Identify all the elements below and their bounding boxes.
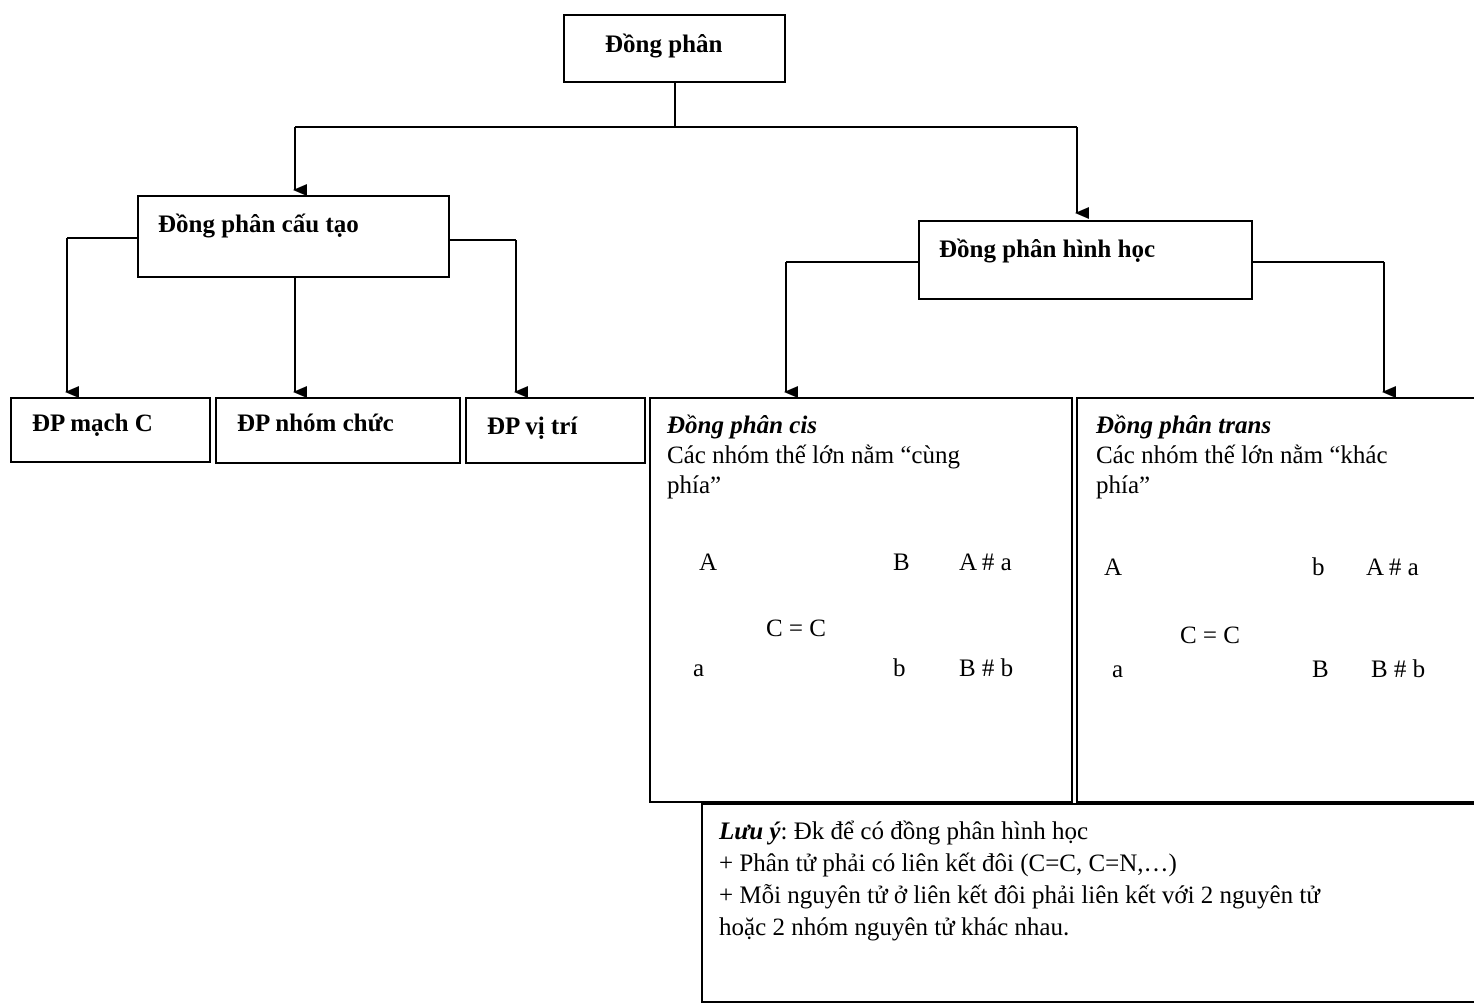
carbon-chain-label: ĐP mạch C [32,410,153,437]
functional-group-node: ĐP nhóm chức [215,397,461,464]
geometric-label: Đồng phân hình học [939,236,1156,263]
trans-cond1: A # a [1366,554,1419,581]
cis-desc-line1: Các nhóm thế lớn nằm “cùng [667,442,961,469]
cis-A: A [699,549,718,576]
note-line2: + Mỗi nguyên tử ở liên kết đôi phải liên… [719,882,1320,909]
note-panel [701,803,1474,1003]
cis-cond2: B # b [959,655,1014,682]
position-label: ĐP vị trí [487,413,578,440]
cis-center: C = C [766,615,826,642]
cis-panel [649,397,1073,803]
root-label: Đồng phân [605,31,723,58]
cis-title: Đồng phân cis [667,412,818,439]
geometric-node: Đồng phân hình học [918,220,1253,300]
note-intro-line: Lưu ý: Đk để có đồng phân hình học [719,817,1088,847]
trans-panel [1076,397,1474,803]
trans-cond2: B # b [1371,656,1426,683]
cis-desc-line2: phía” [667,472,722,499]
trans-A: A [1104,554,1123,581]
cis-b: b [893,655,906,682]
trans-desc-line2: phía” [1096,472,1151,499]
trans-center: C = C [1180,622,1240,649]
trans-desc-line1: Các nhóm thế lớn nằm “khác [1096,442,1388,469]
functional-group-label: ĐP nhóm chức [237,410,394,437]
cis-a: a [693,655,705,682]
structural-node: Đồng phân cấu tạo [137,195,450,278]
structural-label: Đồng phân cấu tạo [158,211,359,238]
note-intro: : Đk để có đồng phân hình học [780,818,1089,845]
trans-B: B [1312,656,1329,683]
trans-title: Đồng phân trans [1096,412,1272,439]
cis-B: B [893,549,910,576]
carbon-chain-node: ĐP mạch C [10,397,211,463]
cis-cond1: A # a [959,549,1012,576]
note-line1: + Phân tử phải có liên kết đôi (C=C, C=N… [719,850,1177,877]
root-node: Đồng phân [563,14,786,83]
trans-b: b [1312,554,1325,581]
note-title: Lưu ý [719,818,781,845]
trans-a: a [1112,656,1124,683]
position-node: ĐP vị trí [465,397,646,464]
note-line3: hoặc 2 nhóm nguyên tử khác nhau. [719,914,1070,941]
